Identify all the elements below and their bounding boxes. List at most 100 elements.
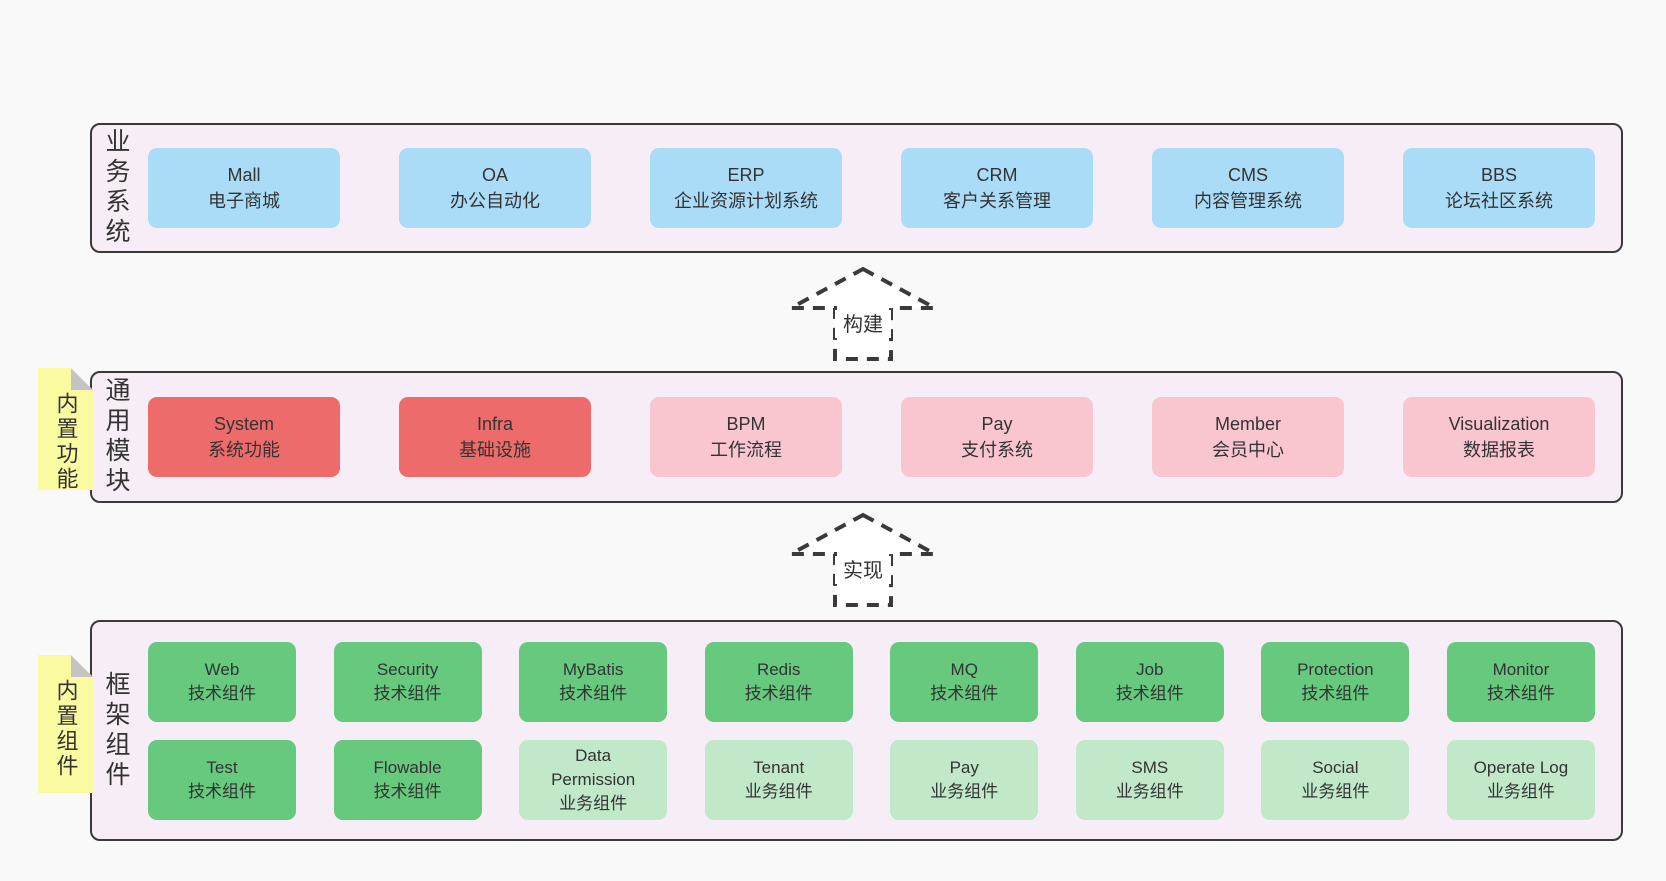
- box-en-label: Flowable: [373, 757, 442, 777]
- box-monitor: Monitor 技术组件: [1446, 641, 1595, 722]
- box-en-label: MyBatis: [562, 659, 624, 679]
- band-common-modules: 通用模块 System 系统功能 Infra 基础设施 BPM 工作流程 Pay…: [90, 371, 1623, 503]
- arrow-implement-label: 实现: [843, 559, 883, 582]
- box-en-label: Social: [1312, 757, 1359, 777]
- box-en-label: Test: [206, 757, 238, 777]
- box-bpm: BPM 工作流程: [650, 397, 842, 477]
- module-boxes: System 系统功能 Infra 基础设施 BPM 工作流程 Pay 支付系统…: [140, 373, 1621, 501]
- box-zh-label: 技术组件: [373, 683, 442, 703]
- box-mall: Mall 电子商城: [148, 148, 340, 228]
- box-social: Social 业务组件: [1261, 739, 1410, 820]
- box-en-label: Infra: [476, 414, 514, 434]
- box-zh-label: 办公自动化: [450, 191, 540, 211]
- box-en-label: Monitor: [1492, 659, 1550, 679]
- box-en-label: BPM: [726, 414, 766, 434]
- band-business-systems: 业务系统 Mall 电子商城 OA 办公自动化 ERP 企业资源计划系统 CRM…: [90, 123, 1623, 253]
- box-en-label: Tenant: [753, 757, 805, 777]
- box-protection: Protection 技术组件: [1261, 641, 1410, 722]
- box-web: Web 技术组件: [148, 641, 296, 722]
- box-en-label: Redis: [756, 659, 801, 679]
- box-zh-label: 技术组件: [373, 781, 442, 801]
- box-en-label: Pay: [981, 414, 1013, 434]
- box-en-label: SMS: [1131, 757, 1169, 777]
- band-label-text: 框架组件: [102, 670, 130, 791]
- box-en-label: ERP: [727, 165, 765, 185]
- box-zh-label: 论坛社区系统: [1445, 191, 1553, 211]
- box-zh-label: 基础设施: [459, 440, 531, 460]
- component-boxes: Web 技术组件 Security 技术组件 MyBatis 技术组件 Redi…: [140, 622, 1621, 839]
- box-en-label: Operate Log: [1473, 757, 1569, 777]
- box-pay-component: Pay 业务组件: [890, 739, 1039, 820]
- box-zh-label: 企业资源计划系统: [674, 191, 818, 211]
- box-visualization: Visualization 数据报表: [1403, 397, 1595, 477]
- box-pay-module: Pay 支付系统: [901, 397, 1093, 477]
- box-zh-label: 支付系统: [961, 440, 1033, 460]
- band-label-text: 业务系统: [102, 128, 130, 248]
- band-label-components: 框架组件: [92, 622, 140, 839]
- box-en-label: OA: [481, 165, 508, 185]
- box-zh-label: 业务组件: [930, 781, 999, 801]
- box-zh-label: 电子商城: [208, 191, 280, 211]
- box-zh-label: 技术组件: [1115, 683, 1184, 703]
- box-zh-label: 技术组件: [559, 683, 628, 703]
- box-zh-label: 技术组件: [188, 683, 256, 703]
- box-tenant: Tenant 业务组件: [704, 739, 853, 820]
- box-job: Job 技术组件: [1075, 641, 1224, 722]
- box-operate-log: Operate Log 业务组件: [1446, 739, 1595, 820]
- sticky-label: 内置功能: [53, 392, 79, 492]
- box-zh-label: 会员中心: [1212, 440, 1284, 460]
- business-boxes: Mall 电子商城 OA 办公自动化 ERP 企业资源计划系统 CRM 客户关系…: [140, 125, 1621, 251]
- band-label-modules: 通用模块: [92, 373, 140, 501]
- box-zh-label: 系统功能: [208, 440, 280, 460]
- box-zh-label: 业务组件: [744, 781, 813, 801]
- box-zh-label: 业务组件: [1115, 781, 1184, 801]
- box-en-label: Protection: [1297, 659, 1374, 679]
- box-system: System 系统功能: [148, 397, 340, 477]
- box-zh-label: 业务组件: [1301, 781, 1370, 801]
- sticky-note-builtin-components: 内置组件: [38, 655, 93, 793]
- box-en-label: Web: [204, 659, 240, 679]
- box-en-label: Visualization: [1448, 414, 1550, 434]
- box-en-label: Pay: [949, 757, 979, 777]
- box-member: Member 会员中心: [1152, 397, 1344, 477]
- box-zh-label: 业务组件: [559, 793, 628, 813]
- band-framework-components: 框架组件 Web 技术组件 Security 技术组件 MyBatis 技术组件…: [90, 620, 1623, 841]
- box-en-label: Job: [1136, 659, 1164, 679]
- box-zh-label: 业务组件: [1486, 781, 1555, 801]
- box-en-label: System: [213, 414, 274, 434]
- box-cms: CMS 内容管理系统: [1152, 148, 1344, 228]
- box-zh-label: 技术组件: [1301, 683, 1370, 703]
- box-zh-label: 客户关系管理: [943, 191, 1051, 211]
- up-arrow-build-icon: 构建: [790, 266, 936, 361]
- box-infra: Infra 基础设施: [399, 397, 591, 477]
- box-en-label: BBS: [1480, 165, 1518, 185]
- box-redis: Redis 技术组件: [704, 641, 853, 722]
- box-en-label: Data Permission: [551, 745, 636, 789]
- box-zh-label: 工作流程: [710, 440, 782, 460]
- box-erp: ERP 企业资源计划系统: [650, 148, 842, 228]
- box-zh-label: 技术组件: [930, 683, 999, 703]
- box-en-label: CMS: [1228, 165, 1268, 185]
- box-en-label: Member: [1214, 414, 1281, 434]
- box-en-label: CRM: [976, 165, 1018, 185]
- box-en-label: MQ: [950, 659, 978, 679]
- sticky-note-builtin-features: 内置功能: [38, 368, 93, 490]
- sticky-label: 内置组件: [53, 679, 79, 779]
- box-en-label: Security: [376, 659, 439, 679]
- box-zh-label: 技术组件: [1486, 683, 1555, 703]
- box-mq: MQ 技术组件: [890, 641, 1039, 722]
- arrow-build-label: 构建: [843, 313, 883, 336]
- box-flowable: Flowable 技术组件: [333, 739, 482, 820]
- box-sms: SMS 业务组件: [1075, 739, 1224, 820]
- box-oa: OA 办公自动化: [399, 148, 591, 228]
- box-zh-label: 技术组件: [744, 683, 813, 703]
- box-en-label: Mall: [227, 165, 261, 185]
- up-arrow-implement-icon: 实现: [790, 512, 936, 607]
- band-label-business: 业务系统: [92, 125, 140, 251]
- box-test: Test 技术组件: [148, 739, 296, 820]
- band-label-text: 通用模块: [102, 377, 130, 497]
- box-crm: CRM 客户关系管理: [901, 148, 1093, 228]
- box-data-permission: Data Permission 业务组件: [519, 739, 668, 820]
- box-bbs: BBS 论坛社区系统: [1403, 148, 1595, 228]
